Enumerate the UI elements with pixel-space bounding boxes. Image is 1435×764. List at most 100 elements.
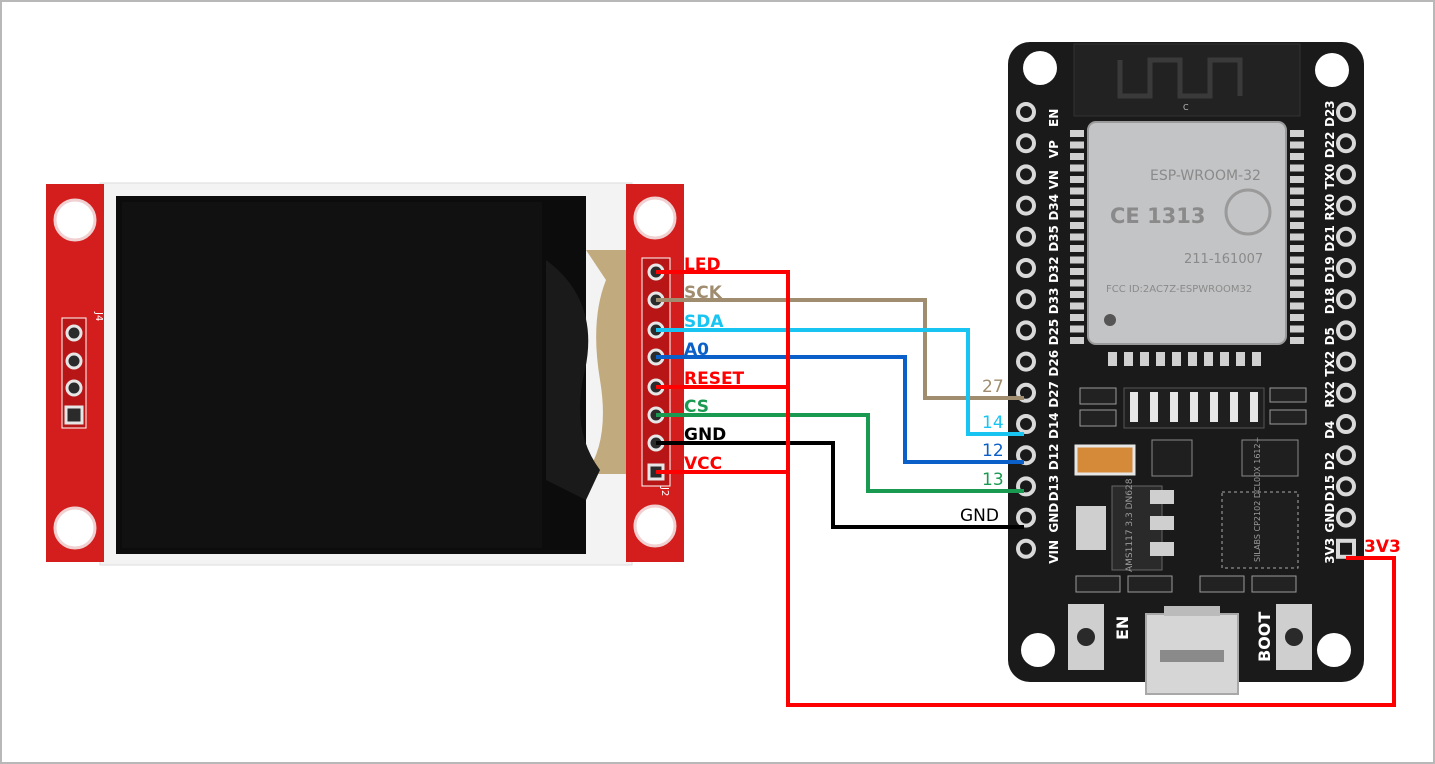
module-pad-left [1070, 268, 1084, 275]
module-pad-left [1070, 187, 1084, 195]
module-pad-right [1290, 199, 1304, 206]
esp32-module-cert: 211-161007 [1184, 252, 1263, 267]
gpio-labels: 27 14 12 13 GND [960, 377, 1004, 526]
module-pad-left [1070, 210, 1084, 218]
module-pad-right [1290, 245, 1304, 252]
tft-pin-label-cs: CS [684, 397, 709, 417]
esp32-pin-left-d26 [1016, 351, 1036, 372]
esp32-pin-left-d12 [1016, 445, 1036, 466]
esp32-pin-label-left: D26 [1047, 350, 1061, 377]
tft-pin-label-sck: SCK [684, 283, 723, 303]
esp32-module-brand: ESP-WROOM-32 [1150, 168, 1261, 184]
esp32-pin-left-gnd [1016, 507, 1036, 528]
esp32-pin-right-rx0 [1336, 195, 1356, 216]
wire-sck [656, 298, 1024, 400]
esp32-pin-left-d32 [1016, 258, 1036, 278]
module-pad-right [1290, 291, 1304, 298]
esp32-pin-left-vn [1016, 164, 1036, 185]
esp32-pin-label-right: D4 [1323, 421, 1337, 439]
esp32-pin-right-d2 [1336, 445, 1356, 466]
module-pad-left [1070, 314, 1084, 321]
module-pad-right [1290, 187, 1304, 195]
esp32-pin-label-right: D21 [1323, 225, 1337, 252]
module-pad-right [1290, 268, 1304, 275]
module-pad-left [1070, 130, 1084, 137]
module-pad-left [1070, 153, 1084, 160]
esp32-pin-label-left: D35 [1047, 225, 1061, 252]
gpio-label-gnd: GND [960, 506, 999, 526]
tft-pin-label-gnd: GND [684, 425, 726, 445]
tft-screen-inner [122, 202, 542, 548]
esp32-pin-right-d19 [1336, 258, 1356, 278]
boot-button[interactable] [1276, 604, 1312, 670]
module-pad-right [1290, 222, 1304, 229]
module-pad-right [1290, 164, 1304, 172]
esp32-module-logo [1224, 188, 1272, 236]
module-pad-right [1290, 256, 1304, 264]
esp32-pin-left-d34 [1016, 195, 1036, 216]
gpio-label-27: 27 [982, 377, 1004, 397]
esp32-pin-right-d15 [1336, 476, 1356, 497]
module-pad-right [1290, 130, 1304, 137]
module-pad-right [1290, 302, 1304, 310]
esp32-module-pads [1070, 130, 1304, 344]
esp32-pin-right-3v3 [1336, 538, 1356, 559]
tft-pin-label-sda: SDA [684, 312, 724, 332]
tft-display-module: J4 J2 [46, 182, 684, 566]
module-pad-right [1290, 325, 1304, 333]
esp32-pin-label-left: VIN [1047, 540, 1061, 564]
esp32-pin-left-en [1016, 102, 1036, 122]
esp32-module-pin1-dot [1104, 314, 1116, 326]
esp32-module-ce: CE 1313 [1110, 204, 1206, 228]
module-pad-left [1070, 141, 1084, 149]
tft-j2-connector [641, 257, 671, 487]
esp32-pin-right-d5 [1336, 320, 1356, 341]
esp32-pin-right-d21 [1336, 226, 1356, 247]
tft-j2-label: J2 [659, 486, 670, 496]
module-pad-left [1070, 164, 1084, 172]
gpio-label-13: 13 [982, 470, 1004, 490]
esp32-pin-left-vin [1016, 538, 1036, 559]
esp32-pin-right-d23 [1336, 102, 1356, 122]
esp32-pin-left-d14 [1016, 414, 1036, 434]
esp32-pin-label-right: TX2 [1323, 351, 1337, 377]
esp32-module-fcc: FCC ID:2AC7Z-ESPWROOM32 [1106, 284, 1252, 295]
esp32-pin-right-rx2 [1336, 382, 1356, 403]
en-button-label: EN [1113, 616, 1132, 640]
esp32-mounting-holes [1021, 51, 1351, 667]
esp32-pin-right-tx0 [1336, 164, 1356, 185]
gpio-label-12: 12 [982, 441, 1004, 461]
module-pad-right [1290, 141, 1304, 149]
wires [656, 270, 1396, 707]
esp32-pin-label-left: D32 [1047, 256, 1061, 283]
esp32-pin-label-left: D34 [1047, 194, 1061, 221]
esp32-pin-label-right: GND [1323, 503, 1337, 533]
esp32-pin-left-d25 [1016, 320, 1036, 341]
esp32-pin-label-right: D23 [1323, 100, 1337, 127]
esp32-pin-label-left: D27 [1047, 381, 1061, 408]
esp32-pin-right-tx2 [1336, 351, 1356, 372]
esp32-pin-label-right: D5 [1323, 327, 1337, 345]
esp32-pin-label-left: GND [1047, 503, 1061, 533]
micro-usb-port[interactable] [1145, 606, 1239, 695]
en-button[interactable] [1068, 604, 1104, 670]
module-pad-right [1290, 279, 1304, 287]
module-pad-left [1070, 337, 1084, 344]
esp32-pin-label-left: D33 [1047, 288, 1061, 315]
esp32-module-mark: C [1183, 103, 1189, 112]
esp32-pin-label-left: EN [1047, 109, 1061, 127]
tft-pin-label-a0: A0 [684, 340, 709, 360]
esp32-smd-components [1074, 387, 1307, 593]
esp32-pin-label-right: D19 [1323, 256, 1337, 283]
module-pad-left [1070, 325, 1084, 333]
module-pad-left [1070, 302, 1084, 310]
tft-pin-label-vcc: VCC [684, 454, 722, 474]
esp32-pin-label-left: VN [1047, 170, 1061, 189]
esp32-pin-label-right: D15 [1323, 475, 1337, 502]
module-pad-left [1070, 245, 1084, 252]
boot-button-label: BOOT [1255, 612, 1274, 662]
esp32-pin-label-left: D25 [1047, 319, 1061, 346]
esp32-pin-label-right: D22 [1323, 132, 1337, 159]
module-pad-left [1070, 199, 1084, 206]
